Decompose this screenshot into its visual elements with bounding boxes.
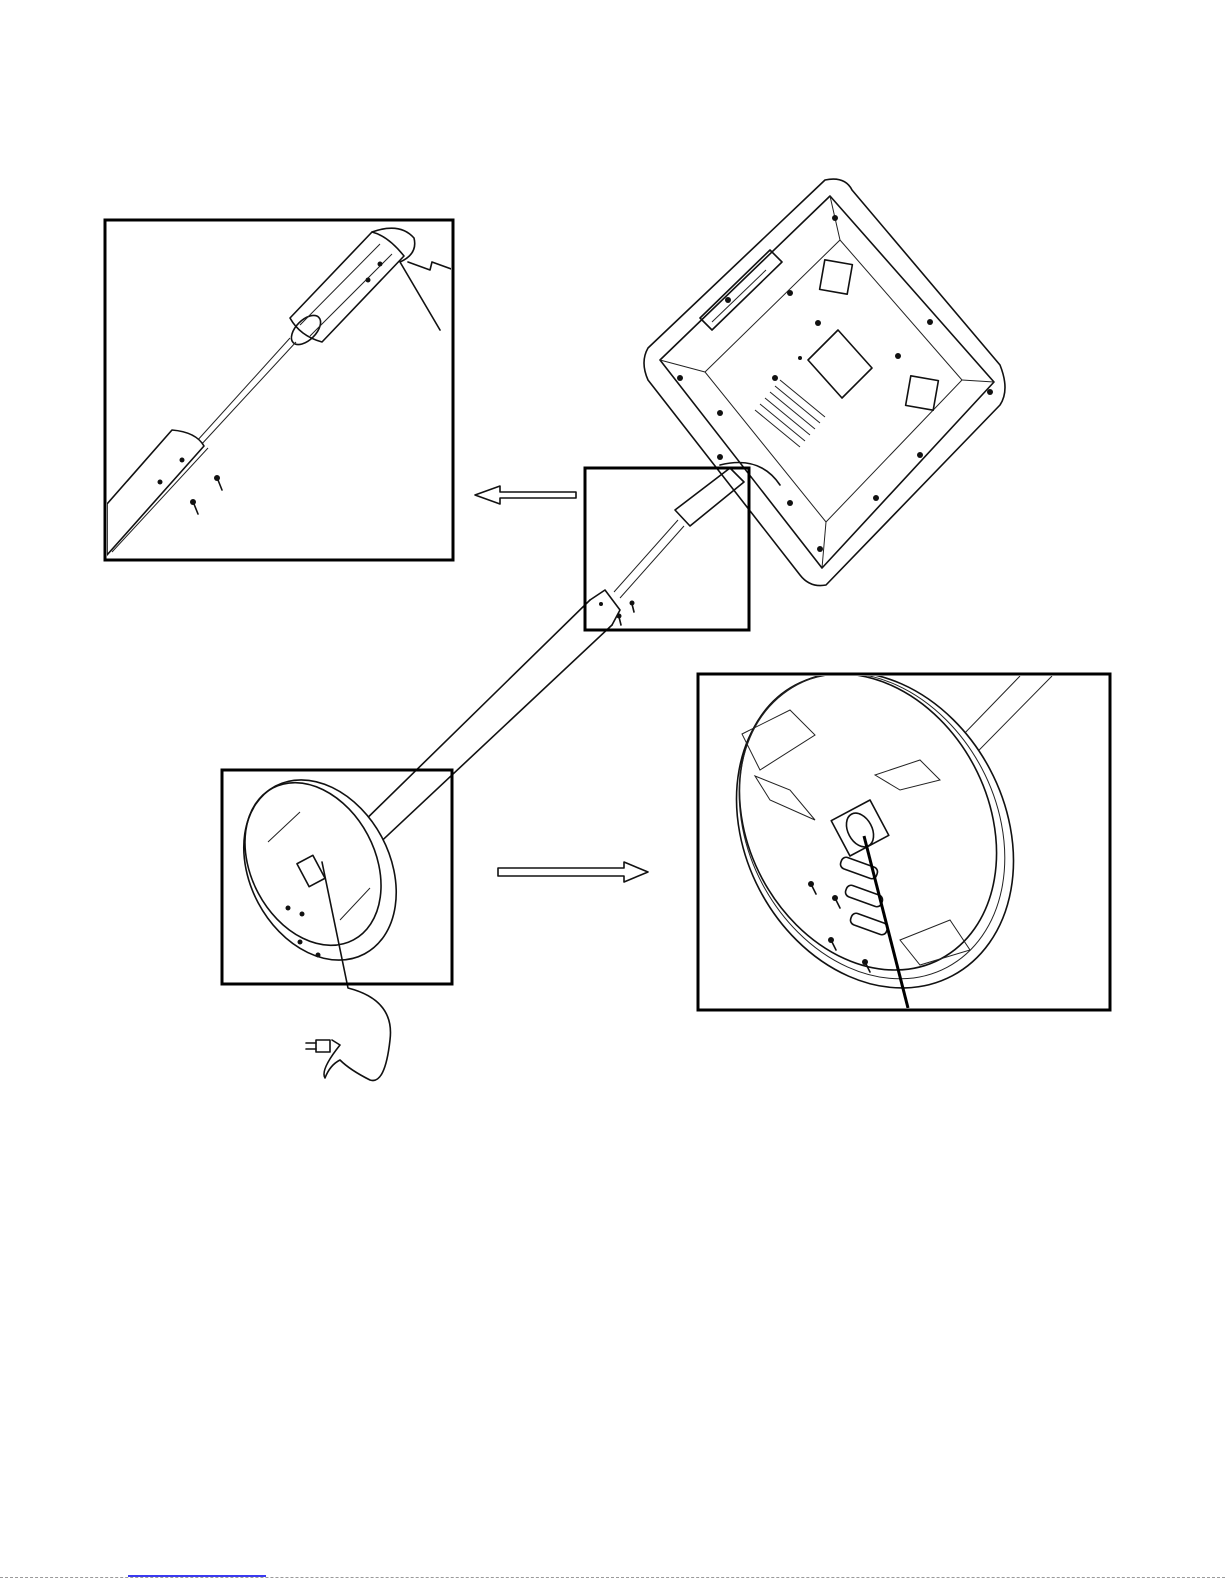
base-detail [683,623,1110,1036]
base [214,753,427,986]
plug-icon [306,1040,330,1052]
upper-joint-callout-frame [585,468,749,630]
pole [350,468,744,850]
arrow-left-icon [475,486,576,504]
monitor [644,179,1005,585]
screw-icon [599,601,635,626]
footer-divider [0,1577,1225,1578]
upper-joint-detail [105,220,454,560]
arrow-right-icon [498,862,648,882]
footer-link-underline[interactable] [128,1575,266,1577]
